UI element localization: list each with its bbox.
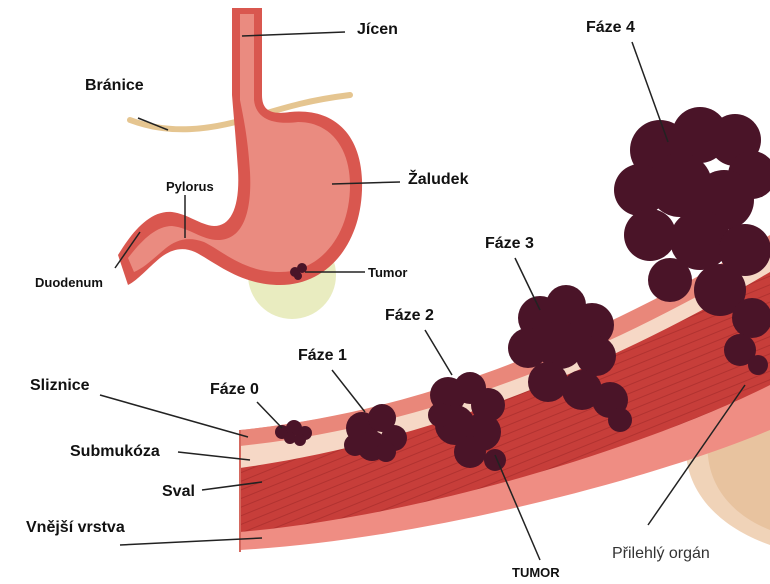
label-sval: Sval xyxy=(162,484,195,500)
label-faze0: Fáze 0 xyxy=(210,382,259,398)
label-jicen: Jícen xyxy=(357,22,398,38)
label-zaludek: Žaludek xyxy=(408,172,468,188)
label-faze4: Fáze 4 xyxy=(586,20,635,36)
leader-sliznice xyxy=(100,395,248,437)
label-faze3: Fáze 3 xyxy=(485,236,534,252)
label-sliznice: Sliznice xyxy=(30,378,90,394)
label-pylorus: Pylorus xyxy=(166,180,214,193)
label-branice: Bránice xyxy=(85,78,144,94)
leader-faze1 xyxy=(332,370,365,412)
leader-faze2 xyxy=(425,330,452,375)
leader-faze0 xyxy=(257,402,282,428)
label-prilehly-organ: Přilehlý orgán xyxy=(612,546,710,562)
label-tumor-small: Tumor xyxy=(368,266,407,279)
label-faze2: Fáze 2 xyxy=(385,308,434,324)
label-faze1: Fáze 1 xyxy=(298,348,347,364)
label-submukoza: Submukóza xyxy=(70,444,160,460)
label-duodenum: Duodenum xyxy=(35,276,103,289)
label-tumor-big: TUMOR xyxy=(512,566,560,579)
label-vnejsi: Vnější vrstva xyxy=(26,520,125,536)
